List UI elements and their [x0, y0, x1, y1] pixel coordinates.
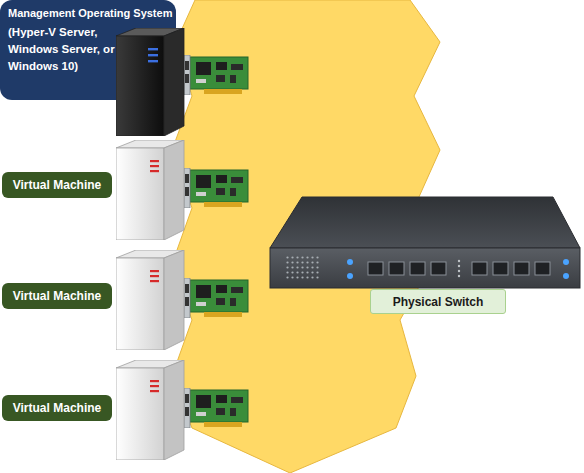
node-title: Virtual Machine	[13, 178, 101, 192]
switch-led	[563, 273, 569, 279]
switch-port	[514, 262, 529, 275]
node-title: Virtual Machine	[13, 401, 101, 415]
switch-led	[347, 273, 353, 279]
vm-label: Virtual Machine	[2, 395, 112, 421]
vm-label: Virtual Machine	[2, 283, 112, 309]
vm-server-tower	[116, 360, 184, 460]
switch-port	[472, 262, 487, 275]
host-server-tower	[116, 28, 184, 136]
switch-port	[493, 262, 508, 275]
node-title: Physical Switch	[393, 295, 484, 309]
switch-front	[270, 248, 580, 288]
switch-port	[410, 262, 425, 275]
switch-label: Physical Switch	[370, 289, 506, 314]
vm-server-tower	[116, 250, 184, 350]
management-os-label: Management Operating System (Hyper-V Serv…	[0, 0, 176, 100]
vm-server-tower	[116, 140, 184, 240]
switch-led	[347, 259, 353, 265]
network-card	[184, 168, 248, 208]
switch-dot	[458, 275, 460, 277]
vm-label: Virtual Machine	[2, 172, 112, 198]
switch-port	[431, 262, 446, 275]
network-card	[184, 278, 248, 318]
switch-port	[389, 262, 404, 275]
node-title: Management Operating System	[8, 6, 168, 20]
switch-dot	[458, 270, 460, 272]
switch-top	[270, 197, 580, 248]
switch-port	[535, 262, 550, 275]
switch-vent	[284, 256, 320, 281]
switch-ports	[368, 262, 550, 275]
network-card	[184, 55, 248, 95]
node-title: Virtual Machine	[13, 289, 101, 303]
switch-led	[563, 259, 569, 265]
network-card	[184, 388, 248, 428]
physical-switch-illustration	[270, 197, 580, 288]
switch-dot	[458, 260, 460, 262]
switch-dot	[458, 265, 460, 267]
switch-port	[368, 262, 383, 275]
node-body: (Hyper-V Server, Windows Server, or Wind…	[8, 24, 116, 75]
